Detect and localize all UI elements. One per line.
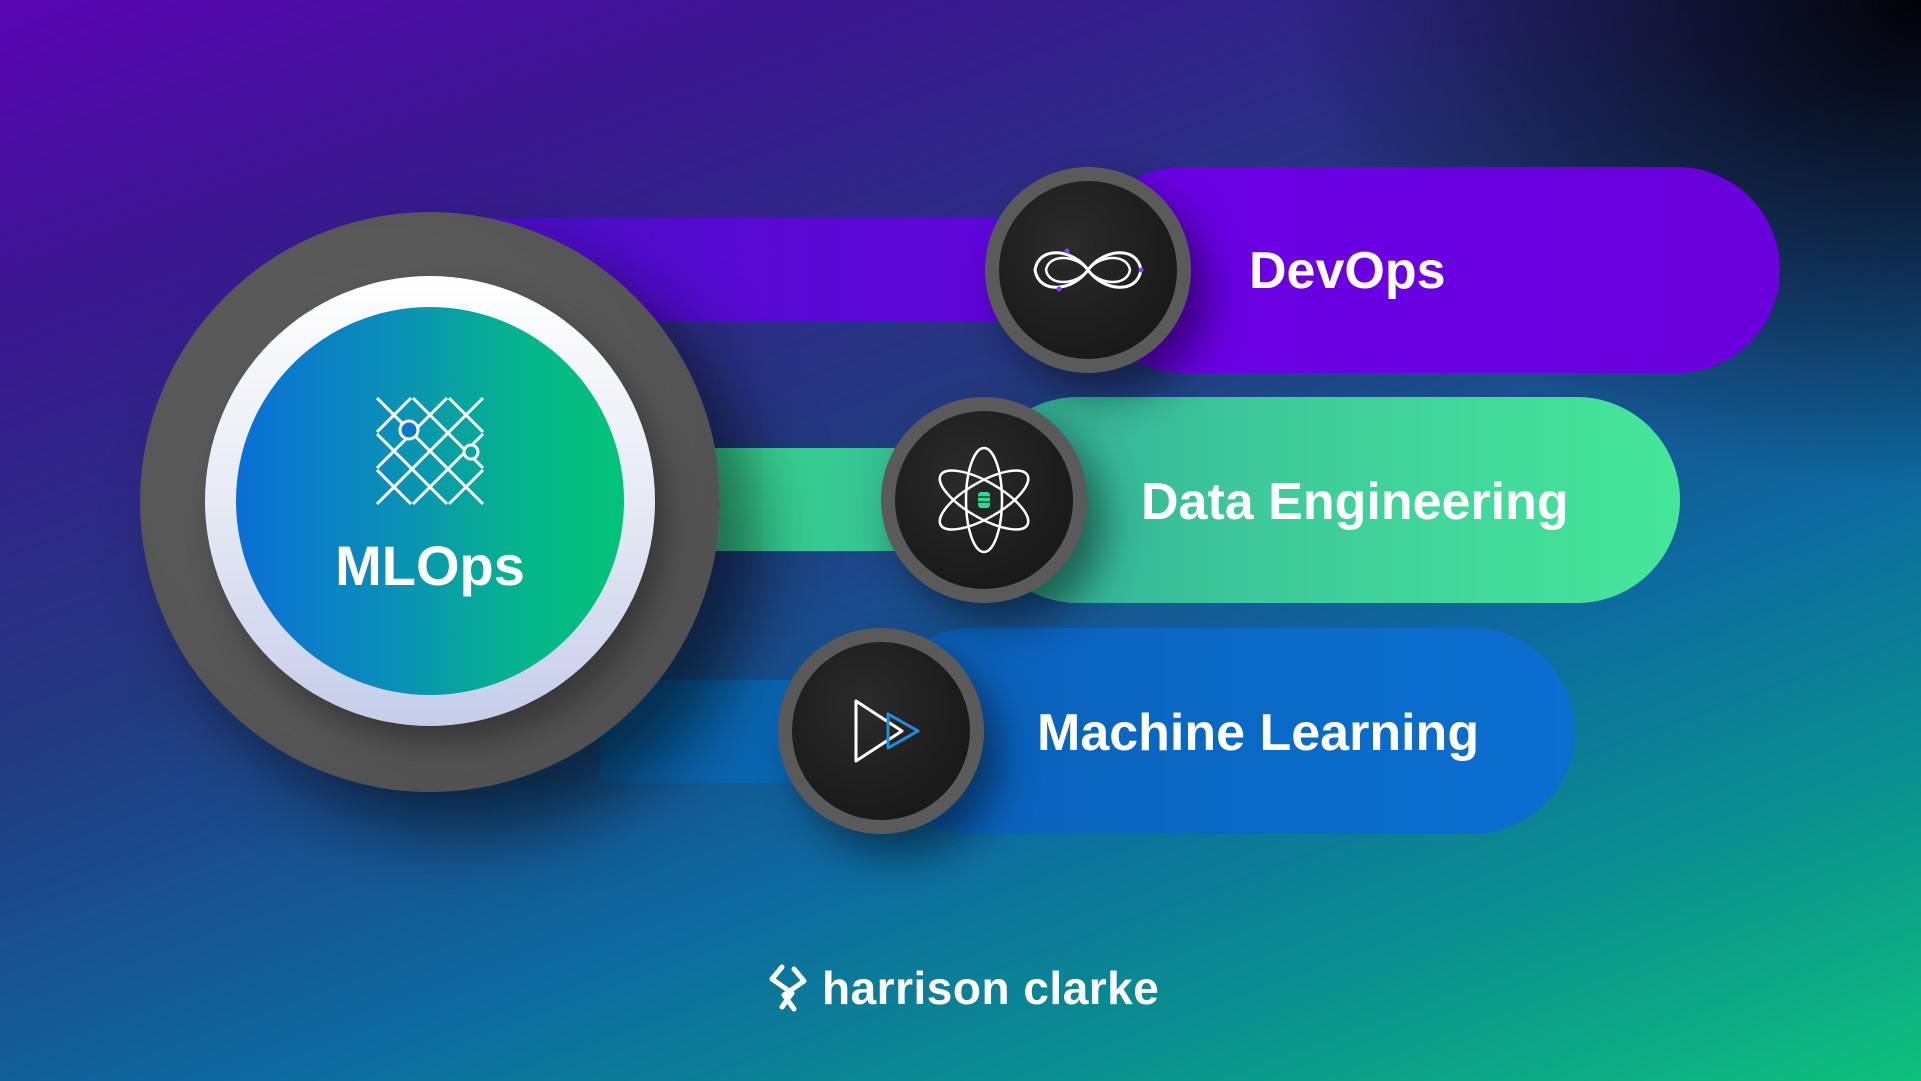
lattice-network-icon (375, 396, 485, 506)
data-engineering-icon-badge (881, 397, 1087, 603)
brand-name: harrison clarke (822, 962, 1160, 1014)
machine-learning-icon-badge (778, 628, 984, 834)
brand-logo: harrison clarke (768, 960, 1159, 1016)
devops-bar (1080, 167, 1780, 373)
data-engineering-label: Data Engineering (1141, 473, 1569, 531)
mlops-hub-core (236, 307, 624, 695)
atom-database-icon (938, 446, 1030, 554)
devops-label: DevOps (1249, 242, 1446, 300)
mlops-title: MLOps (335, 534, 525, 597)
machine-learning-bar (870, 628, 1575, 834)
devops-icon-badge (985, 167, 1191, 373)
play-forward-icon (854, 699, 920, 763)
harrison-clarke-logo-icon (769, 964, 807, 1012)
data-engineering-bar (975, 397, 1680, 603)
machine-learning-label: Machine Learning (1037, 704, 1480, 762)
infinity-loop-icon (1033, 248, 1144, 292)
